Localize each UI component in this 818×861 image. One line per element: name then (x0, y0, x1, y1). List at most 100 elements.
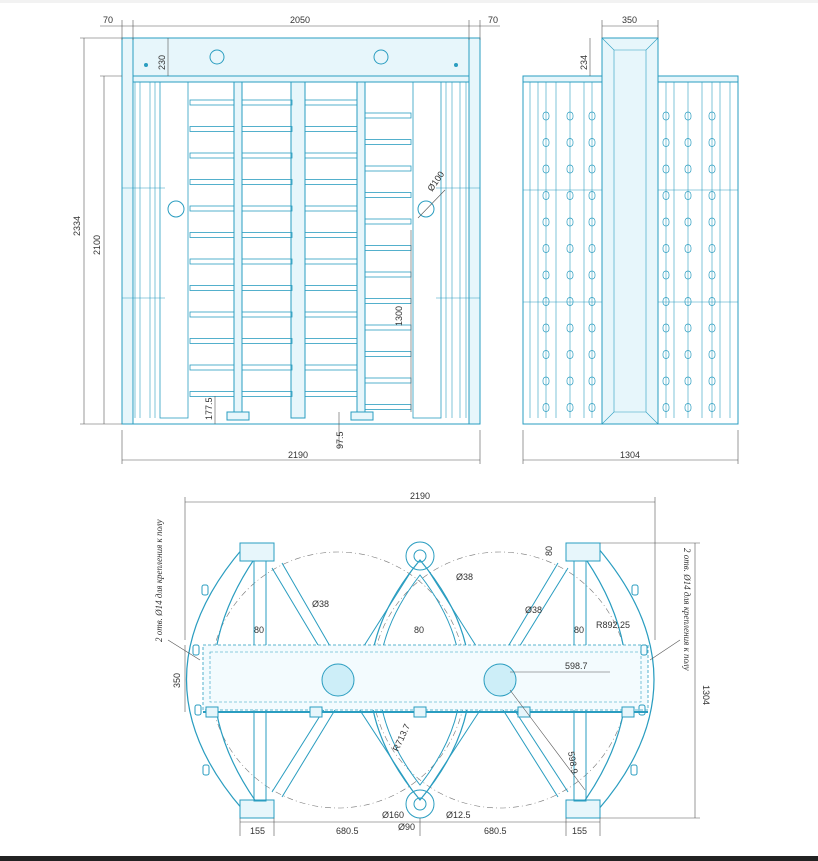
front-left-panel (122, 81, 189, 419)
front-right-panel (412, 81, 480, 419)
front-bar-left (189, 364, 235, 371)
dim-bar-offset: 177.5 (204, 397, 214, 420)
dim-frame-height: 2100 (92, 235, 102, 255)
side-rod-knob (662, 297, 670, 306)
dim-hole-dia: Ø100 (425, 169, 446, 193)
plan-arc-tab (194, 704, 202, 716)
dim-side-total-width: 1304 (620, 450, 640, 460)
front-bar-right (364, 112, 412, 119)
front-center-post (290, 81, 306, 419)
plan-arc-tab (202, 764, 210, 776)
side-rod-knob (566, 297, 574, 306)
side-rod-knob (708, 376, 716, 386)
side-rod-knob (566, 270, 574, 280)
dim-pass-height: 1300 (394, 306, 404, 326)
front-bar-center-right (304, 232, 358, 238)
front-bar-right (364, 351, 412, 357)
side-rod-knob (542, 217, 550, 227)
front-bar-left (189, 338, 235, 344)
plan-rotor-right (483, 663, 517, 697)
dim-right-post: 70 (488, 15, 498, 25)
side-rod-knob (542, 164, 550, 174)
side-rod-knob (662, 376, 670, 386)
side-rod-knob (542, 323, 550, 333)
plan-arc-tab (640, 644, 648, 656)
plan-left-outer-arc (185, 547, 244, 811)
dim-radius-main: R892.25 (596, 620, 630, 630)
front-bar-center-right (304, 179, 358, 185)
side-rod-knob (708, 191, 716, 200)
side-rod-knob (542, 297, 550, 306)
dim-rib-3: Ø38 (525, 605, 542, 615)
front-bar-center-right (304, 99, 358, 106)
side-rod-knob (684, 138, 692, 147)
top-border (0, 0, 818, 3)
plan-center-ellipse (369, 559, 471, 801)
side-rod-knob (684, 111, 692, 121)
front-beam-hole-right (373, 49, 389, 65)
front-bar-right (364, 245, 412, 251)
side-rod-knob (684, 164, 692, 174)
side-rod-knob (708, 111, 716, 121)
side-rod-knob (566, 111, 574, 121)
front-top-rail (121, 75, 481, 83)
dim-left-post: 70 (103, 15, 113, 25)
side-rod-knob (684, 217, 692, 227)
side-rod-knob (542, 403, 550, 412)
plan-center-beam (202, 644, 649, 711)
side-rod-knob (662, 403, 670, 412)
plan-arc-tab (631, 584, 639, 596)
front-bar-center-right (304, 126, 358, 132)
side-rod-knob (708, 323, 716, 333)
side-rod-knob (566, 323, 574, 333)
front-bar-right (364, 192, 412, 198)
front-bar-center-right (304, 338, 358, 344)
side-rod-knob (588, 111, 596, 121)
side-rod-knob (684, 270, 692, 280)
side-rod-knob (542, 350, 550, 359)
plan-right-outer-arc (597, 547, 655, 811)
dim-plan-total-width: 2190 (410, 491, 430, 501)
front-bar-center-left (241, 99, 293, 106)
front-bar-center-left (241, 126, 293, 132)
dim-front-total-width: 2190 (288, 450, 308, 460)
dim-post-top: 80 (544, 546, 554, 556)
side-rod-knob (542, 191, 550, 200)
front-bar-left (189, 391, 235, 397)
dim-bolt: Ø12.5 (446, 810, 471, 820)
note-floor-mount-left: 2 отв. Ø14 для крепления к полу (154, 519, 164, 642)
front-bar-right (364, 298, 412, 304)
side-rod-knob (542, 270, 550, 280)
side-rod-knob (708, 350, 716, 359)
front-bar-left (189, 232, 235, 238)
dim-floor-offset: 97.5 (335, 431, 345, 449)
front-bar-right (364, 218, 412, 225)
dim-edge-left: 155 (250, 826, 265, 836)
bottom-border (0, 856, 818, 861)
dim-column-width: 350 (622, 15, 637, 25)
front-bar-center-left (241, 311, 293, 318)
side-rod-knob (566, 376, 574, 386)
side-rod-knob (588, 403, 596, 412)
front-rotor-right (356, 81, 366, 413)
front-bar-left (189, 126, 235, 132)
dim-span-1: 80 (254, 625, 264, 635)
side-rod-knob (662, 270, 670, 280)
front-bar-center-left (241, 285, 293, 291)
dim-span-2: 80 (414, 625, 424, 635)
front-bar-right (364, 377, 412, 384)
dim-base-hole2: Ø90 (398, 822, 415, 832)
front-bar-right (364, 404, 412, 410)
dim-plan-depth: 1304 (701, 685, 711, 705)
side-rod-knob (662, 138, 670, 147)
dim-top-beam: 230 (157, 55, 167, 70)
side-rod-knob (588, 138, 596, 147)
front-view: 70 2050 70 2190 2334 2100 230 1300 177.5… (72, 15, 500, 464)
dim-rib-2: Ø38 (456, 572, 473, 582)
dim-radius-arc: R713.7 (391, 722, 412, 753)
side-rod-knob (566, 217, 574, 227)
front-bar-right (364, 324, 412, 331)
plan-arc-tab (630, 764, 638, 776)
side-rod-knob (662, 323, 670, 333)
